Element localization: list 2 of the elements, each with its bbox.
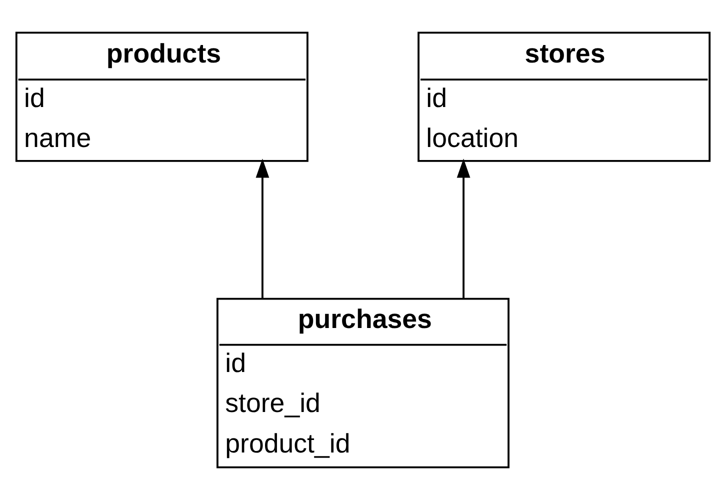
arrow: [256, 158, 270, 298]
arrow: [456, 158, 470, 298]
